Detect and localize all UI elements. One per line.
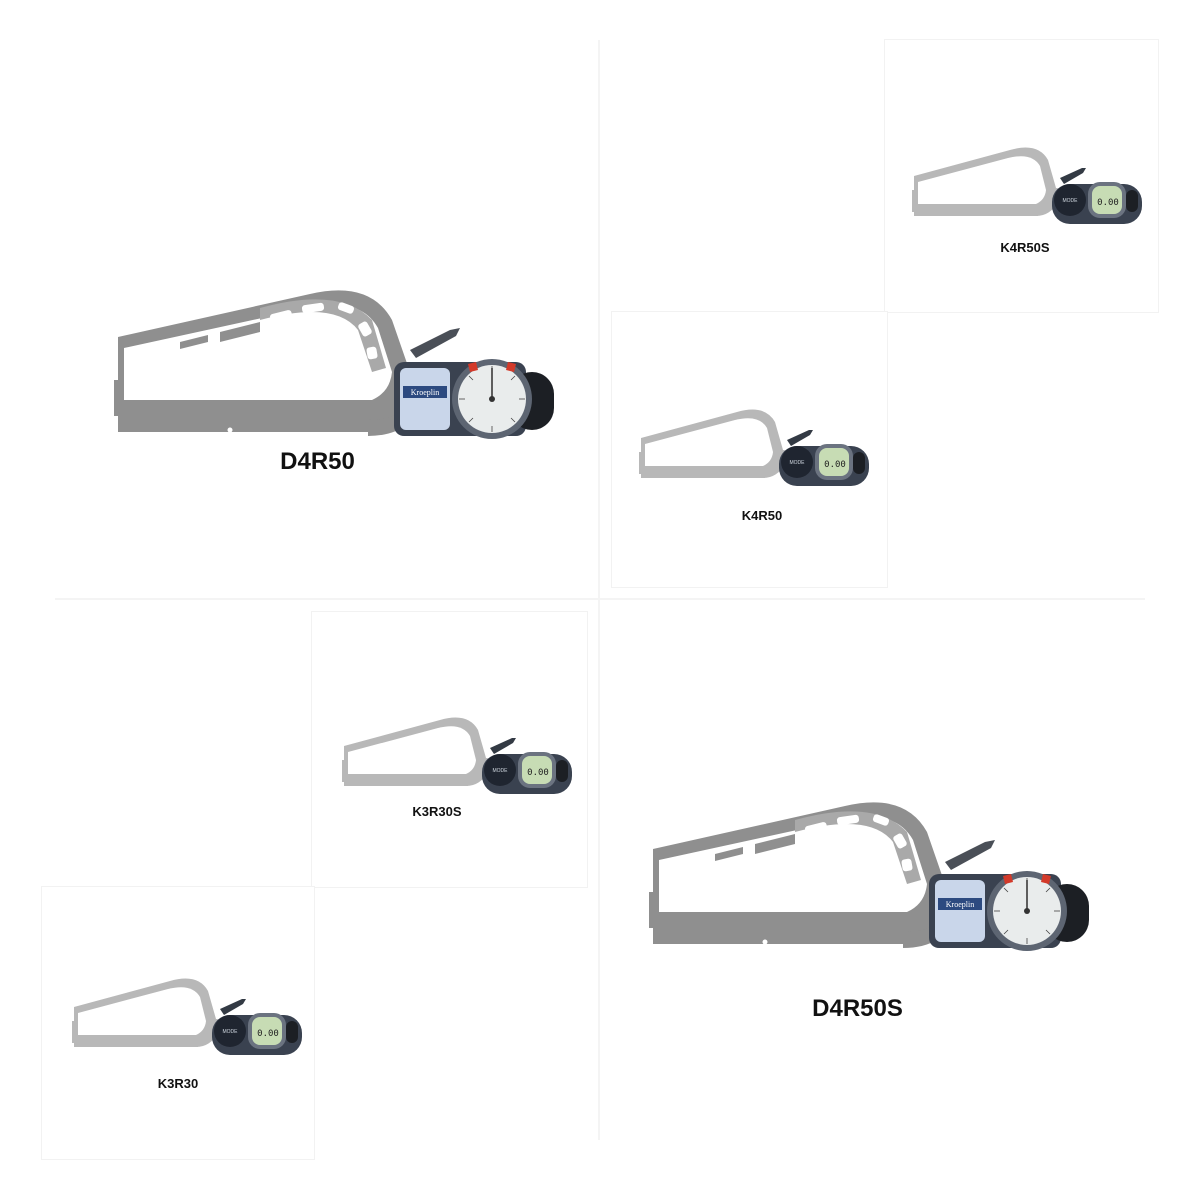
product-panel-d4r50: Kroeplin D4R50 — [60, 40, 595, 595]
lcd-reading: 0.00 — [1097, 198, 1119, 208]
svg-text:MODE: MODE — [223, 1029, 239, 1035]
divider-center-horizontal — [55, 598, 1145, 600]
lcd-reading: 0.00 — [824, 460, 846, 470]
lcd-reading: 0.00 — [257, 1029, 279, 1039]
svg-text:MODE: MODE — [790, 460, 806, 466]
dial-caliper-image: Kroeplin — [114, 290, 554, 439]
lcd-reading: 0.00 — [527, 768, 549, 778]
divider-center-vertical — [598, 40, 600, 1140]
svg-text:MODE: MODE — [1063, 198, 1079, 204]
product-panel-k3r30s: MODE 0.00 K3R30S — [312, 612, 587, 887]
product-panel-k4r50s: MODE 0.00 K4R50S — [885, 40, 1158, 312]
dial-caliper-image: Kroeplin — [649, 802, 1089, 951]
model-label-d4r50: D4R50 — [280, 448, 355, 475]
digital-caliper-image: MODE 0.00 — [342, 717, 572, 794]
brand-label: Kroeplin — [946, 900, 974, 909]
svg-text:MODE: MODE — [493, 768, 509, 774]
brand-label: Kroeplin — [411, 388, 439, 397]
product-panel-k4r50: MODE 0.00 K4R50 — [612, 312, 887, 587]
digital-caliper-image: MODE 0.00 — [639, 409, 869, 486]
model-label-k4r50s: K4R50S — [1000, 240, 1050, 255]
model-label-k4r50: K4R50 — [741, 508, 783, 523]
model-label-k3r30s: K3R30S — [412, 804, 462, 819]
digital-caliper-image: MODE 0.00 — [72, 978, 302, 1055]
model-label-k3r30: K3R30 — [157, 1076, 199, 1091]
model-label-d4r50s: D4R50S — [812, 995, 903, 1022]
product-panel-k3r30: MODE 0.00 K3R30 — [42, 887, 314, 1159]
digital-caliper-image: MODE 0.00 — [912, 147, 1142, 224]
product-panel-d4r50s: Kroeplin D4R50S — [600, 600, 1145, 1145]
